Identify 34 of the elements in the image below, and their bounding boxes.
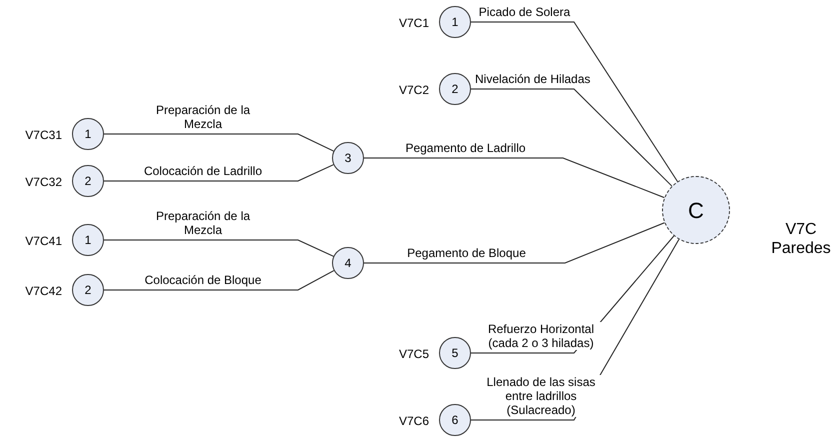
step-number: 6	[452, 412, 458, 429]
code-label: V7C5	[398, 346, 429, 363]
edge-label: Pegamento de Bloque	[407, 246, 526, 260]
step-number: 3	[344, 150, 352, 167]
connector-line	[104, 270, 334, 290]
code-label: V7C Paredes	[770, 220, 832, 258]
edge-label: Picado de Solera	[478, 5, 570, 19]
edge-label: Pegamento de Ladrillo	[405, 141, 526, 155]
step-number: 5	[452, 345, 458, 362]
step-number: 2	[452, 81, 458, 98]
code-label: V7C41	[24, 233, 62, 250]
step-number: C	[688, 196, 704, 224]
code-label: V7C2	[398, 82, 429, 99]
connector-line	[364, 222, 665, 264]
connector-line	[470, 22, 678, 182]
code-label: V7C32	[24, 174, 62, 191]
code-label: V7C6	[398, 413, 429, 430]
code-label: V7C42	[24, 283, 62, 300]
connector-line	[104, 240, 334, 257]
step-number: 1	[84, 232, 92, 249]
edge-label: Colocación de Bloque	[144, 273, 262, 287]
step-number: 1	[84, 126, 92, 143]
code-label: V7C1	[398, 15, 429, 32]
code-label: V7C31	[24, 127, 62, 144]
step-number: 1	[452, 14, 458, 31]
step-number: 4	[344, 255, 352, 272]
connector-line	[104, 164, 334, 182]
step-number: 2	[84, 173, 92, 190]
connector-line	[104, 134, 334, 152]
edge-label: Colocación de Ladrillo	[144, 164, 262, 178]
step-number: 2	[84, 282, 92, 299]
edge-label: Nivelación de Hiladas	[475, 72, 590, 86]
connector-line	[470, 88, 672, 187]
connector-line	[364, 158, 665, 198]
